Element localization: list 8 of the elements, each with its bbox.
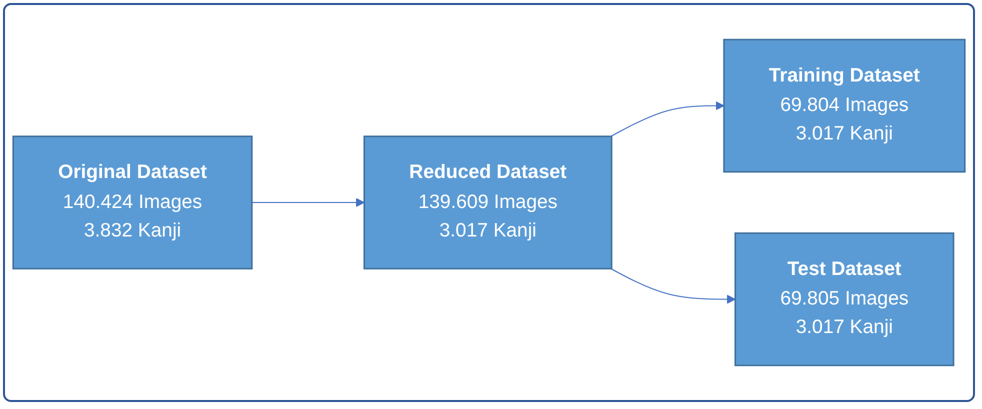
node-box — [363, 136, 612, 270]
arrow — [610, 268, 736, 304]
arrow — [610, 101, 724, 137]
frame-border: Original Dataset 140.424 Images 3.832 Kanji Reduced Dataset 139.609 Images 3.017 Kanji Training Dataset 69.804 Images 3.017 Kanji Test Dataset 69.805 Images 3.017 Kanji — [3, 3, 975, 402]
node-box — [12, 136, 253, 270]
node-box — [723, 38, 966, 173]
node-box — [734, 232, 954, 366]
arrow — [252, 198, 365, 207]
